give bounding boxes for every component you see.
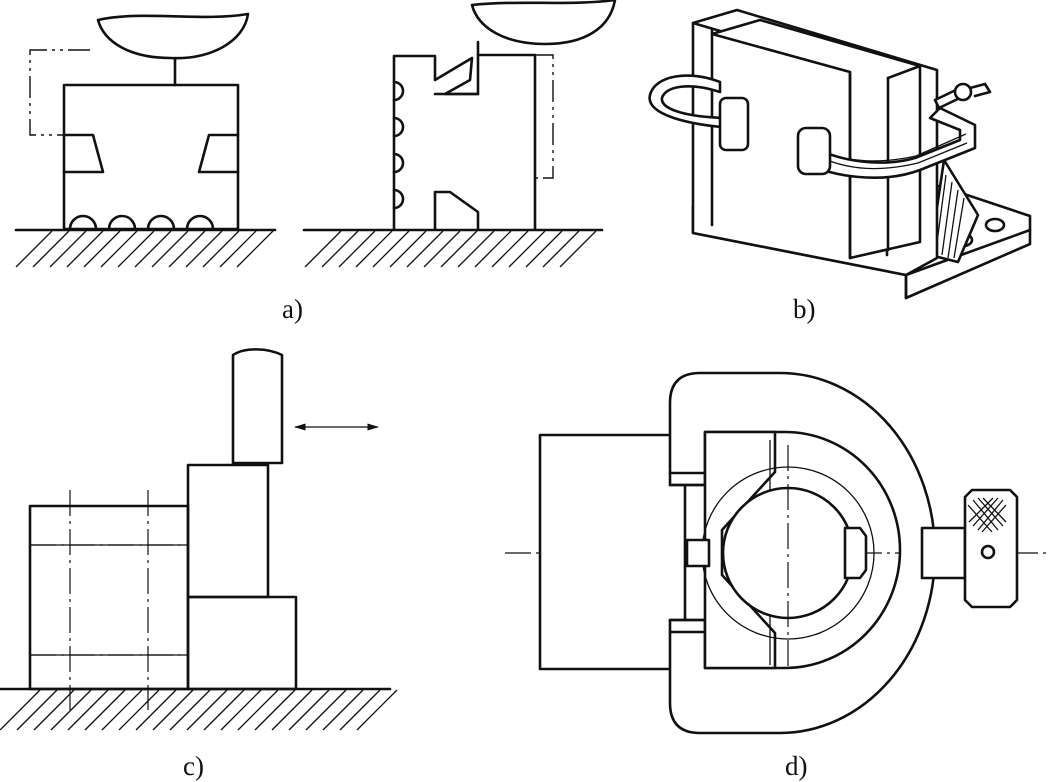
hatch-line xyxy=(169,689,211,731)
workpiece-block-a-left xyxy=(62,83,240,231)
hatch-line xyxy=(50,689,92,731)
hatch-line xyxy=(491,230,529,268)
hatch-line xyxy=(322,689,364,731)
hatch-line xyxy=(186,689,228,731)
hatch-line xyxy=(16,689,58,731)
hatch-line xyxy=(185,230,223,268)
hatch-line xyxy=(356,689,398,731)
hatch-line xyxy=(406,230,444,268)
knurl-pattern xyxy=(967,497,1007,533)
grinding-wheel-a-left xyxy=(96,12,250,60)
support-rib xyxy=(928,158,980,264)
hatch-line xyxy=(372,230,410,268)
hatch-line xyxy=(203,689,245,731)
hatch-line xyxy=(15,230,53,268)
hatch-line xyxy=(423,230,461,268)
workpiece-lower xyxy=(186,595,298,691)
cable-clamp-right xyxy=(796,126,832,176)
ground-hatch-a-left xyxy=(15,230,274,268)
workpiece-upper xyxy=(186,463,270,599)
locating-buttons-a-left xyxy=(68,214,215,231)
hatch-line xyxy=(339,689,381,731)
hatch-line xyxy=(440,230,478,268)
panel-a-left-view xyxy=(14,12,277,268)
phantom-outline-a-left xyxy=(29,49,90,136)
hatch-line xyxy=(288,689,330,731)
hatch-line xyxy=(66,230,104,268)
hatch-line xyxy=(338,230,376,268)
hatch-line xyxy=(304,230,342,268)
hatch-line xyxy=(525,230,563,268)
hatch-line xyxy=(321,230,359,268)
hatch-line xyxy=(271,689,313,731)
hatch-line xyxy=(67,689,109,731)
hatch-line xyxy=(355,230,393,268)
grinding-wheel-a-right xyxy=(470,0,617,46)
locating-pin-left xyxy=(685,538,711,568)
hatch-line xyxy=(542,230,580,268)
hatch-line xyxy=(220,689,262,731)
pressure-pad-right xyxy=(843,526,868,580)
clamping-screw xyxy=(920,526,967,580)
fixture-body-d xyxy=(538,433,687,671)
c-frame-clamp xyxy=(668,371,937,735)
hatch-line xyxy=(135,689,177,731)
knob-pin-hole xyxy=(980,544,996,560)
hatch-line xyxy=(202,230,240,268)
caption-c: c) xyxy=(183,751,204,781)
caption-a: a) xyxy=(282,294,303,324)
hatch-line xyxy=(237,689,279,731)
panel-c: c) xyxy=(0,348,398,781)
hatch-line xyxy=(49,230,87,268)
hatch-line xyxy=(84,689,126,731)
support-block-c xyxy=(28,504,190,691)
hatch-line xyxy=(32,230,70,268)
hatch-line xyxy=(457,230,495,268)
hatch-line xyxy=(101,689,143,731)
workpiece-block-a-right xyxy=(392,53,537,231)
cable-loop-left xyxy=(648,74,735,130)
cable-clamp-left xyxy=(718,96,750,152)
hatch-line xyxy=(33,689,75,731)
caption-d: d) xyxy=(785,751,808,781)
locating-buttons-a-right xyxy=(392,80,405,210)
mounting-hole-2 xyxy=(984,217,1006,233)
caption-b: b) xyxy=(793,294,816,324)
panel-a-right-view xyxy=(302,0,617,268)
hatch-line xyxy=(134,230,172,268)
hatch-line xyxy=(117,230,155,268)
hatch-line xyxy=(219,230,257,268)
ground-hatch-c xyxy=(0,689,398,731)
phantom-outline-a-right xyxy=(535,54,554,179)
panel-b: b) xyxy=(648,8,1032,324)
hatch-line xyxy=(559,230,597,268)
grinding-wheel-c xyxy=(231,348,284,465)
panel-d: d) xyxy=(505,371,1050,781)
ground-hatch-a-right xyxy=(304,230,597,268)
hatch-line xyxy=(118,689,160,731)
hatch-line xyxy=(151,230,189,268)
hatch-line xyxy=(305,689,347,731)
hatch-line xyxy=(168,230,206,268)
hatch-line xyxy=(236,230,274,268)
knurled-knob xyxy=(963,488,1019,609)
hatch-line xyxy=(83,230,121,268)
hatch-line xyxy=(254,689,296,731)
hatch-line xyxy=(0,689,41,731)
hatch-line xyxy=(152,689,194,731)
hatch-line xyxy=(389,230,427,268)
hatch-line xyxy=(100,230,138,268)
hatch-line xyxy=(508,230,546,268)
hatch-line xyxy=(474,230,512,268)
panel-a: a) xyxy=(14,0,617,324)
